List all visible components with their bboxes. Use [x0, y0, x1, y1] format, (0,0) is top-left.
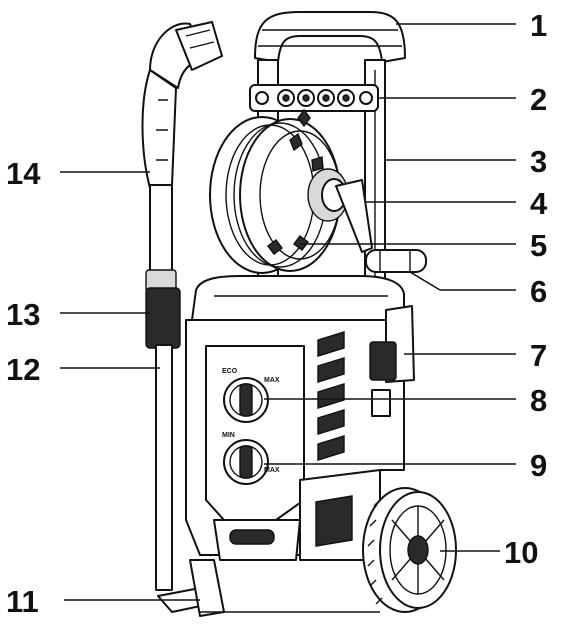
main-body — [185, 275, 415, 561]
callout-6: 6 — [530, 274, 547, 309]
callout-12: 12 — [6, 352, 40, 387]
callout-10: 10 — [504, 535, 538, 570]
accessory-holder — [249, 84, 379, 112]
callout-14: 14 — [6, 156, 41, 191]
callout-8: 8 — [530, 383, 547, 418]
callout-1: 1 — [530, 8, 547, 43]
vent-slats — [317, 331, 345, 461]
dial-label-max-lower: MAX — [264, 467, 280, 474]
dial-label-min: MIN — [222, 432, 235, 439]
spray-gun — [141, 21, 223, 591]
callout-5: 5 — [530, 228, 547, 263]
wheel — [362, 487, 457, 613]
base-foot — [157, 559, 380, 617]
callout-numbers: 1 2 3 4 5 6 7 8 9 10 11 12 13 14 — [6, 8, 548, 619]
dial-label-max-upper: MAX — [264, 377, 280, 384]
callout-7: 7 — [530, 338, 547, 373]
dial-labels: ECO MAX MIN MAX — [222, 368, 280, 474]
leader-lines — [60, 23, 516, 601]
callout-4: 4 — [530, 186, 548, 221]
callout-9: 9 — [530, 448, 547, 483]
hose-reel — [209, 108, 427, 274]
callout-13: 13 — [6, 297, 40, 332]
leader-6 — [409, 271, 441, 291]
callout-11: 11 — [6, 584, 39, 619]
dial-label-eco: ECO — [222, 368, 238, 375]
callout-3: 3 — [530, 144, 547, 179]
callout-2: 2 — [530, 82, 547, 117]
